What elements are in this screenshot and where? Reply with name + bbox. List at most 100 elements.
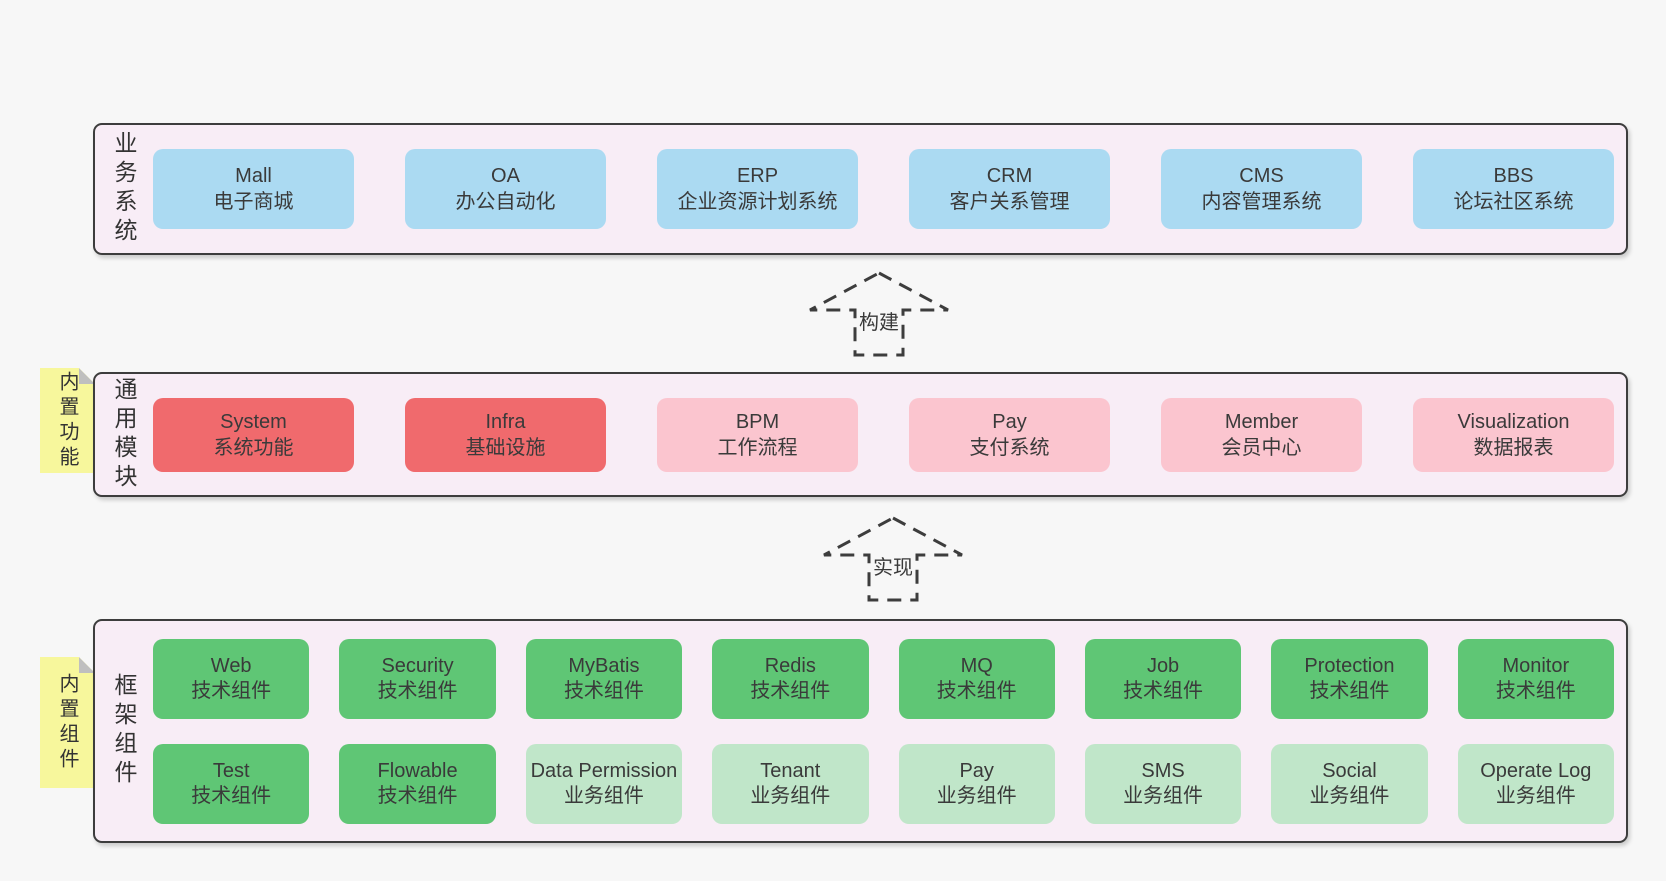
box-web-tech: Web 技术组件	[153, 638, 310, 719]
box-mybatis-tech: MyBatis 技术组件	[525, 638, 683, 719]
box-job-tech: Job 技术组件	[1084, 638, 1242, 719]
box-subtitle: 技术组件	[750, 679, 831, 702]
box-mq-tech: MQ 技术组件	[898, 638, 1055, 719]
box-subtitle: 工作流程	[717, 436, 798, 459]
dashed-up-arrow-icon	[823, 516, 963, 602]
layer-label-business-systems: 业务系统	[111, 131, 137, 247]
box-title: Web	[210, 654, 252, 677]
box-subtitle: 电子商城	[213, 191, 294, 213]
sticky-note-text: 内置功能	[56, 370, 78, 471]
box-subtitle: 技术组件	[377, 679, 458, 702]
box-redis-tech: Redis 技术组件	[712, 638, 869, 719]
box-title: CRM	[986, 165, 1033, 187]
box-subtitle: 支付系统	[969, 436, 1050, 459]
box-subtitle: 技术组件	[1495, 679, 1576, 702]
dashed-up-arrow-icon	[809, 271, 949, 357]
layer-framework-components: 框架组件 Web 技术组件 Security 技术组件 MyBatis 技术组件…	[93, 619, 1628, 843]
framework-components-grid: Web 技术组件 Security 技术组件 MyBatis 技术组件 Redi…	[153, 638, 1614, 824]
layer-label-framework-components: 框架组件	[111, 673, 137, 789]
box-system: System 系统功能	[153, 397, 354, 472]
box-subtitle: 业务组件	[750, 784, 831, 807]
box-subtitle: 业务组件	[1495, 784, 1576, 807]
box-title: CMS	[1239, 165, 1284, 187]
box-erp: ERP 企业资源计划系统	[657, 149, 858, 229]
box-subtitle: 业务组件	[936, 784, 1017, 807]
box-title: SMS	[1141, 759, 1185, 782]
sticky-note-built-in-components: 内置组件	[40, 657, 95, 788]
box-subtitle: 业务组件	[563, 784, 644, 807]
box-sms-biz: SMS 业务组件	[1084, 743, 1242, 824]
box-title: Visualization	[1457, 410, 1570, 433]
box-flowable-tech: Flowable 技术组件	[339, 743, 496, 824]
box-title: Infra	[485, 410, 526, 433]
box-title: Data Permission	[530, 759, 678, 782]
box-security-tech: Security 技术组件	[339, 638, 496, 719]
box-subtitle: 业务组件	[1123, 784, 1204, 807]
box-social-biz: Social 业务组件	[1271, 743, 1428, 824]
box-monitor-tech: Monitor 技术组件	[1457, 638, 1614, 719]
common-modules-row: System 系统功能 Infra 基础设施 BPM 工作流程 Pay 支付系统…	[153, 397, 1614, 472]
box-subtitle: 客户关系管理	[949, 191, 1070, 213]
up-arrow-implement: 实现	[822, 515, 964, 603]
box-title: Flowable	[377, 759, 458, 782]
box-subtitle: 内容管理系统	[1201, 191, 1322, 213]
layer-label-common-modules: 通用模块	[111, 376, 137, 493]
up-arrow-build: 构建	[808, 270, 950, 358]
box-subtitle: 论坛社区系统	[1453, 191, 1574, 213]
layer-common-modules: 通用模块 System 系统功能 Infra 基础设施 BPM 工作流程 Pay…	[93, 372, 1628, 497]
box-tenant-biz: Tenant 业务组件	[712, 743, 869, 824]
box-title: System	[220, 410, 287, 433]
box-subtitle: 系统功能	[213, 436, 294, 459]
box-title: Tenant	[760, 759, 821, 782]
box-visualization: Visualization 数据报表	[1413, 397, 1614, 472]
arrow-label-implement: 实现	[871, 551, 915, 580]
box-subtitle: 技术组件	[936, 679, 1017, 702]
box-title: Security	[381, 654, 454, 677]
box-bbs: BBS 论坛社区系统	[1413, 149, 1614, 229]
box-title: MQ	[960, 654, 993, 677]
box-title: Pay	[959, 759, 994, 782]
box-data-permission-biz: Data Permission 业务组件	[525, 743, 683, 824]
box-title: Operate Log	[1480, 759, 1592, 782]
box-title: OA	[491, 165, 520, 187]
box-title: Member	[1224, 410, 1299, 433]
box-protection-tech: Protection 技术组件	[1271, 638, 1428, 719]
box-subtitle: 技术组件	[1123, 679, 1204, 702]
box-oa: OA 办公自动化	[405, 149, 606, 229]
box-test-tech: Test 技术组件	[153, 743, 310, 824]
box-title: Protection	[1304, 654, 1395, 677]
box-title: Social	[1322, 759, 1377, 782]
box-subtitle: 技术组件	[1309, 679, 1390, 702]
box-subtitle: 会员中心	[1221, 436, 1302, 459]
box-crm: CRM 客户关系管理	[909, 149, 1110, 229]
layer-business-systems: 业务系统 Mall 电子商城 OA 办公自动化 ERP 企业资源计划系统 CRM…	[93, 123, 1628, 255]
sticky-note-built-in-features: 内置功能	[40, 368, 95, 473]
box-title: Test	[212, 759, 250, 782]
business-systems-row: Mall 电子商城 OA 办公自动化 ERP 企业资源计划系统 CRM 客户关系…	[153, 149, 1614, 229]
box-operate-log-biz: Operate Log 业务组件	[1457, 743, 1614, 824]
box-title: BBS	[1493, 165, 1534, 187]
box-member: Member 会员中心	[1161, 397, 1362, 472]
box-title: Job	[1146, 654, 1180, 677]
box-subtitle: 技术组件	[191, 679, 272, 702]
box-subtitle: 业务组件	[1309, 784, 1390, 807]
box-subtitle: 基础设施	[465, 436, 546, 459]
box-title: Mall	[235, 165, 272, 187]
box-title: MyBatis	[568, 654, 640, 677]
box-subtitle: 企业资源计划系统	[677, 191, 838, 213]
box-title: Pay	[992, 410, 1027, 433]
box-pay-system: Pay 支付系统	[909, 397, 1110, 472]
arrow-label-build: 构建	[857, 306, 901, 335]
box-pay-biz: Pay 业务组件	[898, 743, 1055, 824]
box-subtitle: 技术组件	[377, 784, 458, 807]
box-infra: Infra 基础设施	[405, 397, 606, 472]
sticky-note-text: 内置组件	[56, 672, 78, 773]
box-title: Monitor	[1502, 654, 1570, 677]
box-subtitle: 办公自动化	[455, 191, 556, 213]
box-mall: Mall 电子商城	[153, 149, 354, 229]
box-subtitle: 技术组件	[191, 784, 272, 807]
box-bpm: BPM 工作流程	[657, 397, 858, 472]
box-title: ERP	[736, 165, 779, 187]
box-cms: CMS 内容管理系统	[1161, 149, 1362, 229]
